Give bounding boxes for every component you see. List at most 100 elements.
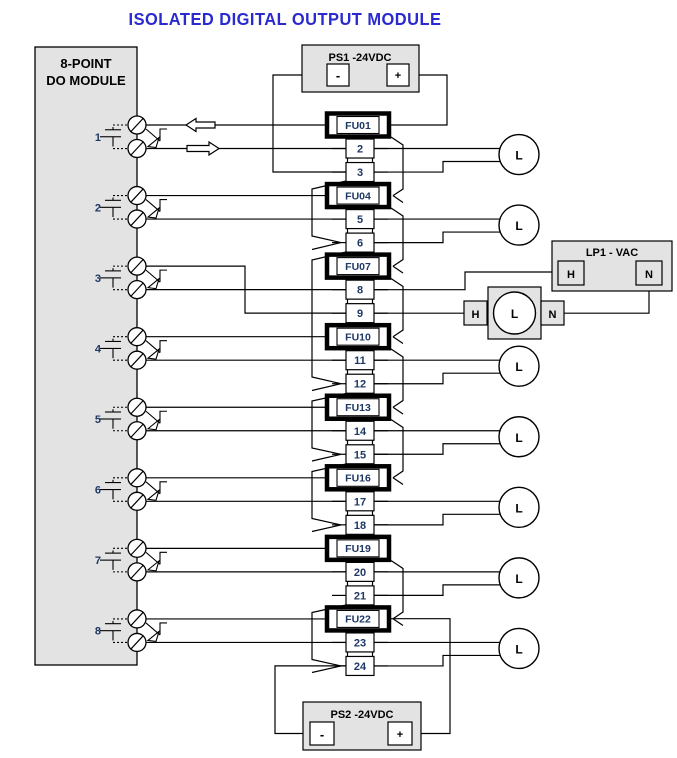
screw-slash	[130, 329, 144, 345]
connector-wedge-icon	[145, 128, 167, 149]
connector-wedge-icon	[145, 410, 167, 431]
module-point: 7	[95, 538, 346, 582]
fuse-label-box	[336, 186, 380, 205]
terminal-number: 11	[354, 355, 366, 367]
screw-slash	[130, 211, 144, 227]
right-jumper-chain	[390, 136, 404, 626]
wedge-line	[145, 199, 161, 212]
fuse-label: FU10	[345, 331, 371, 343]
vac-load-neutral-label: N	[549, 309, 557, 321]
contact-symbol	[100, 336, 128, 361]
connector-wedge-icon	[145, 481, 167, 501]
load-circle	[498, 416, 540, 458]
terminal-number: 14	[354, 426, 367, 438]
load-label: L	[515, 431, 522, 445]
wedge-arrow	[146, 629, 161, 643]
terminal-row: 17	[332, 491, 388, 512]
dc-load: L	[374, 486, 540, 529]
terminal-number: 12	[354, 379, 366, 391]
point-wires	[146, 336, 346, 361]
wedge-line	[145, 622, 161, 636]
dc-load: L	[374, 204, 540, 246]
contact-symbol	[100, 265, 128, 291]
contact-symbol	[100, 618, 128, 643]
supply-wires	[272, 74, 451, 735]
connector-wedge-icon	[145, 622, 167, 643]
lp1-label: LP1 - VAC	[586, 247, 638, 259]
wedge-line	[145, 128, 161, 142]
wedge-stub	[159, 551, 167, 565]
load-label: L	[515, 360, 522, 374]
load-return-wire	[374, 513, 502, 526]
load-label: L	[515, 572, 522, 586]
ps2-box: PS2 -24VDC - +	[302, 701, 422, 751]
load-return-wire	[374, 160, 502, 173]
terminal-number: 9	[357, 308, 363, 320]
dc-load: L	[374, 627, 540, 670]
fuse-label-box	[336, 115, 380, 135]
terminal-row: 15	[332, 444, 388, 465]
ps2-label: PS2 -24VDC	[331, 709, 394, 721]
fuse-label: FU16	[345, 473, 371, 485]
screw-slash	[130, 564, 144, 580]
contact-symbol	[100, 124, 128, 150]
screw-slash	[130, 635, 144, 650]
terminal-number: 24	[354, 661, 367, 673]
lp1-neutral-terminal: N	[645, 269, 653, 281]
wedge-line	[145, 481, 161, 495]
module-point: 1	[95, 115, 346, 159]
fuse-label: FU13	[345, 402, 371, 414]
flow-arrow-right-icon	[186, 140, 221, 157]
load-label: L	[515, 501, 522, 515]
screw-slash	[130, 611, 144, 627]
ps2-pos-wire	[391, 618, 451, 735]
load-return-wire	[374, 372, 502, 385]
wedge-arrow	[146, 347, 161, 360]
lp1-hot-terminal: H	[567, 269, 575, 281]
point-wires	[146, 265, 346, 314]
point-wires	[146, 618, 346, 644]
fuse-terminal: FU07	[324, 252, 392, 280]
point-number: 8	[95, 626, 101, 638]
fuse-terminal: FU16	[324, 464, 392, 492]
screw-slash	[130, 540, 144, 556]
load-circle	[498, 204, 540, 246]
vac-load: H N L	[463, 286, 565, 340]
point-wires	[146, 194, 346, 220]
ps2-neg-terminal: -	[320, 727, 324, 742]
load-return-wire	[374, 584, 502, 597]
fuse-label-box	[336, 398, 380, 417]
dc-load: L	[374, 557, 540, 599]
ps1-label: PS1 -24VDC	[329, 52, 392, 64]
module-point: 8	[95, 609, 346, 653]
fuse-terminal: FU13	[324, 393, 392, 421]
terminal-row: 23	[332, 632, 388, 653]
wedge-line	[145, 410, 161, 424]
contact-symbol	[100, 406, 128, 432]
point-number: 3	[95, 273, 101, 285]
load-label: L	[515, 219, 522, 233]
screw-slash	[130, 117, 144, 133]
wedge-stub	[159, 128, 167, 141]
load-circle	[498, 133, 540, 176]
fuse-label-box	[336, 257, 380, 276]
vac-load-label: L	[511, 307, 518, 321]
contact-symbol	[100, 547, 128, 573]
module-point: 5	[95, 397, 346, 441]
connector-wedge-icon	[145, 551, 167, 572]
fuse-label-box	[336, 609, 380, 628]
wedge-arrow	[146, 135, 161, 149]
fuse-label: FU01	[345, 120, 371, 132]
load-return-wire	[374, 443, 502, 455]
ps2-pos-terminal: +	[397, 729, 403, 741]
wedge-stub	[159, 410, 167, 424]
screw-slash	[130, 352, 144, 368]
connector-wedge-icon	[145, 199, 167, 219]
contact-symbol	[100, 195, 128, 220]
point-wires	[146, 547, 346, 573]
wedge-arrow	[146, 277, 161, 290]
contact-symbol	[100, 477, 128, 502]
wedge-arrow	[146, 559, 161, 572]
